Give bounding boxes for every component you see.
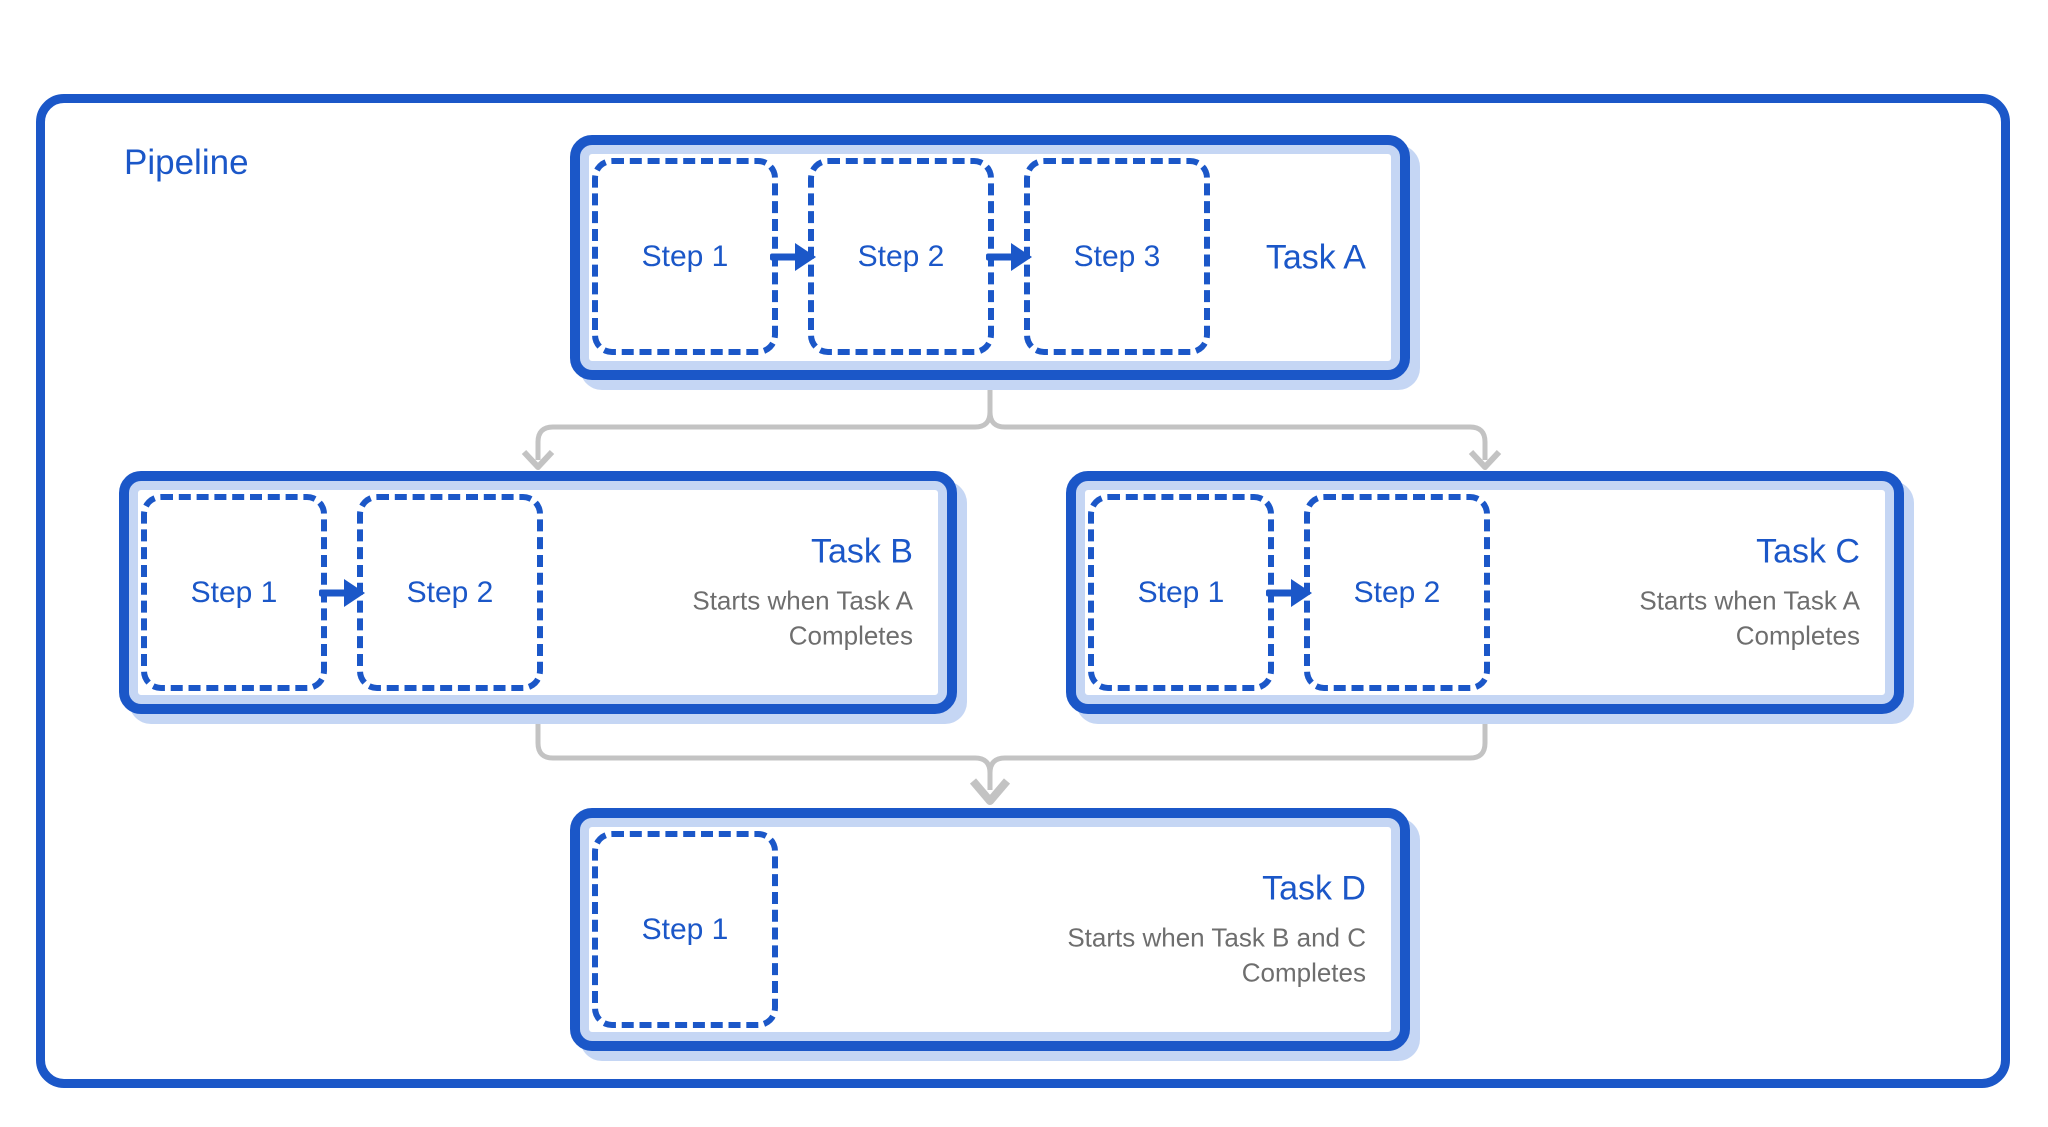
- arrow-down-icon: [969, 778, 1011, 805]
- task-subtitle: Starts when Task B and C Completes: [1067, 922, 1366, 987]
- merge-connector-right: [987, 712, 1488, 774]
- step-label: Step 1: [190, 575, 278, 609]
- task-card-a: Step 1 Step 2 Step 3 Task A: [570, 135, 1410, 380]
- step-box: Step 2: [1304, 494, 1490, 691]
- task-steps-row: Step 1 Step 2: [141, 494, 543, 691]
- arrow-down-icon: [1468, 449, 1502, 470]
- step-arrow-slot: [1266, 494, 1312, 691]
- step-box: Step 2: [808, 158, 994, 355]
- task-info: Task A: [1266, 238, 1366, 277]
- task-info: Task C Starts when Task A Completes: [1639, 532, 1860, 653]
- split-connector-left: [535, 372, 993, 460]
- arrow-right-icon: [986, 242, 1032, 271]
- arrow-down-icon: [521, 449, 555, 470]
- arrow-right-icon: [319, 578, 365, 607]
- step-label: Step 3: [1073, 239, 1161, 273]
- task-title: Task B: [810, 532, 913, 570]
- split-connector-right: [987, 411, 1488, 460]
- task-steps-row: Step 1: [592, 831, 778, 1028]
- step-arrow-slot: [986, 158, 1032, 355]
- task-steps-row: Step 1 Step 2: [1088, 494, 1490, 691]
- step-box: Step 1: [1088, 494, 1274, 691]
- merge-connector-left: [535, 712, 993, 790]
- step-box: Step 1: [592, 831, 778, 1028]
- step-arrow-slot: [319, 494, 365, 691]
- step-arrow-slot: [770, 158, 816, 355]
- step-box: Step 2: [357, 494, 543, 691]
- step-label: Step 1: [641, 239, 729, 273]
- task-info: Task B Starts when Task A Completes: [692, 532, 913, 653]
- step-label: Step 1: [641, 912, 729, 946]
- pipeline-title: Pipeline: [124, 143, 249, 182]
- arrow-right-icon: [1266, 578, 1312, 607]
- task-card-d: Step 1 Task D Starts when Task B and C C…: [570, 808, 1410, 1051]
- task-subtitle: Starts when Task A Completes: [692, 585, 913, 650]
- arrow-right-icon: [770, 242, 816, 271]
- task-steps-row: Step 1 Step 2 Step 3: [592, 158, 1210, 355]
- task-card-b: Step 1 Step 2 Task B Starts when Task A …: [119, 471, 957, 714]
- step-box: Step 1: [592, 158, 778, 355]
- step-label: Step 2: [406, 575, 494, 609]
- task-info: Task D Starts when Task B and C Complete…: [1067, 869, 1366, 990]
- step-label: Step 2: [857, 239, 945, 273]
- task-title: Task C: [1756, 532, 1860, 570]
- step-label: Step 2: [1353, 575, 1441, 609]
- task-title: Task D: [1262, 869, 1366, 907]
- task-subtitle: Starts when Task A Completes: [1639, 585, 1860, 650]
- step-label: Step 1: [1137, 575, 1225, 609]
- step-box: Step 1: [141, 494, 327, 691]
- task-title: Task A: [1265, 238, 1366, 276]
- task-card-c: Step 1 Step 2 Task C Starts when Task A …: [1066, 471, 1904, 714]
- step-box: Step 3: [1024, 158, 1210, 355]
